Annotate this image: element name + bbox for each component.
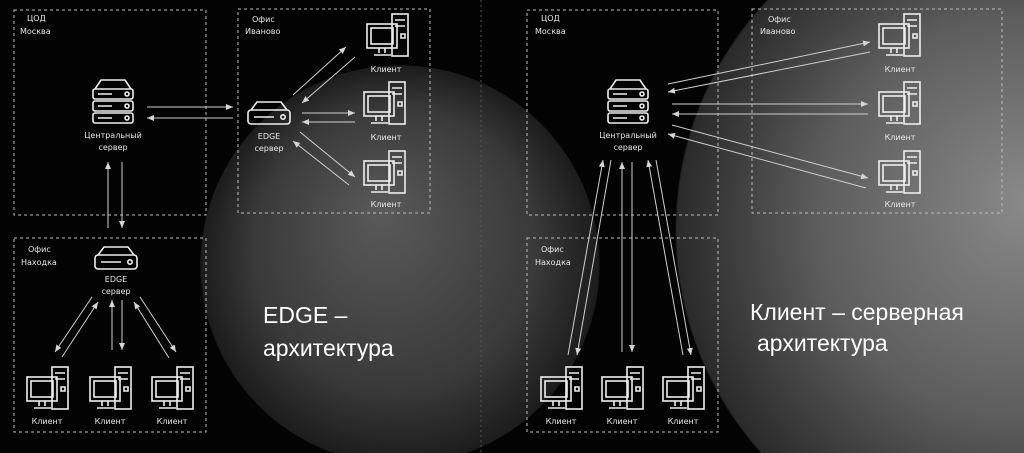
office-ivanovo-box [751, 8, 1003, 214]
central-server-label: Центральный [599, 131, 657, 140]
client-label: Клиент [885, 200, 916, 209]
client-server-title: архитектура [757, 330, 888, 356]
client-label: Клиент [371, 65, 402, 74]
central-server-label: сервер [98, 143, 127, 152]
client-computer-icon [601, 366, 644, 410]
box-label: Офис [28, 245, 51, 254]
box-label: Москва [20, 27, 51, 36]
client-label: Клиент [607, 417, 638, 426]
box-label: Иваново [245, 27, 280, 36]
client-label: Клиент [157, 417, 188, 426]
edge-server-icon [94, 246, 138, 270]
box-label: Находка [535, 258, 571, 267]
edge-architecture-title: EDGE – [263, 302, 348, 328]
client-label: Клиент [885, 65, 916, 74]
edge-server-label: EDGE [105, 275, 127, 284]
datacenter-moscow-box [13, 9, 207, 216]
client-server-architecture-panel: ЦОД Москва Офис Иваново Офис Находка Цен… [526, 8, 1003, 433]
box-label: Москва [535, 27, 566, 36]
client-label: Клиент [668, 417, 699, 426]
box-label: Офис [541, 245, 564, 254]
client-label: Клиент [371, 200, 402, 209]
client-label: Клиент [95, 417, 126, 426]
client-computer-icon [26, 366, 69, 410]
client-label: Клиент [32, 417, 63, 426]
central-server-icon [92, 79, 134, 124]
client-label: Клиент [885, 133, 916, 142]
client-server-title: Клиент – серверная [750, 299, 964, 325]
office-ivanovo-box [237, 8, 431, 214]
central-server-label: сервер [613, 143, 642, 152]
connection-arrows [54, 46, 356, 359]
client-label: Клиент [546, 417, 577, 426]
client-computer-icon [151, 366, 194, 410]
box-label: ЦОД [541, 14, 560, 23]
client-computer-icon [89, 366, 132, 410]
moon-background [200, 65, 600, 453]
office-nakhodka-box [13, 237, 207, 433]
edge-architecture-title: архитектура [263, 335, 394, 361]
box-label: Офис [768, 15, 791, 24]
client-label: Клиент [371, 133, 402, 142]
box-label: Офис [252, 15, 275, 24]
client-computer-icon [366, 13, 409, 57]
box-label: Находка [21, 258, 57, 267]
edge-server-label: сервер [101, 287, 130, 296]
central-server-icon [607, 79, 649, 124]
edge-architecture-panel: ЦОД Москва Офис Иваново Офис Находка Цен… [13, 8, 431, 433]
edge-server-label: EDGE [258, 132, 280, 141]
box-label: Иваново [760, 27, 795, 36]
planet-background [675, 0, 1024, 453]
box-label: ЦОД [27, 14, 46, 23]
office-nakhodka-box [526, 237, 719, 433]
connection-arrows [567, 40, 871, 356]
central-server-label: Центральный [84, 131, 142, 140]
edge-server-label: сервер [254, 144, 283, 153]
